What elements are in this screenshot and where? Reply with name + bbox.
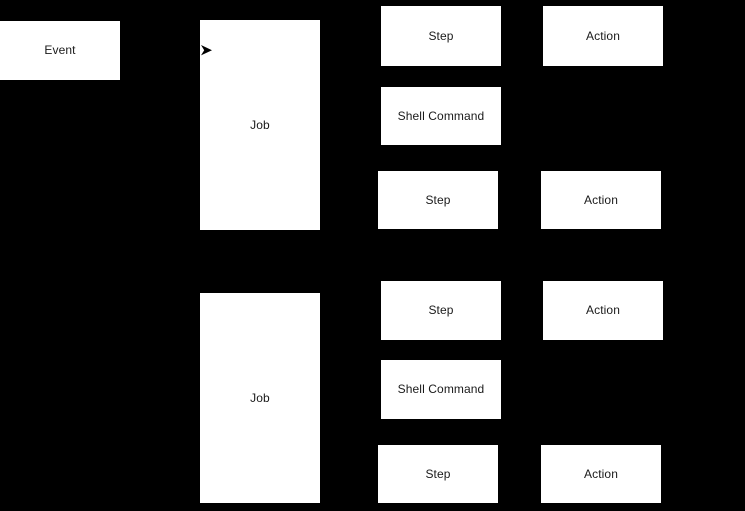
node-shell-command-2[interactable]: Shell Command — [381, 360, 501, 419]
node-event[interactable]: Event — [0, 21, 120, 80]
node-step-3[interactable]: Step — [381, 281, 501, 340]
node-step-4[interactable]: Step — [378, 445, 498, 503]
node-step-1-label: Step — [428, 28, 454, 43]
node-step-2-label: Step — [425, 192, 451, 207]
node-event-label: Event — [44, 43, 76, 58]
node-action-1[interactable]: Action — [543, 6, 663, 66]
node-shell-command-2-label: Shell Command — [397, 382, 485, 397]
node-step-2[interactable]: Step — [378, 171, 498, 229]
node-action-4-label: Action — [584, 466, 618, 481]
node-shell-command-1[interactable]: Shell Command — [381, 87, 501, 145]
node-action-2-label: Action — [584, 192, 618, 207]
node-job-2-label: Job — [250, 390, 270, 405]
node-action-4[interactable]: Action — [541, 445, 661, 503]
node-job-1-label: Job — [250, 117, 270, 132]
node-job-1[interactable]: Job — [200, 20, 320, 230]
node-step-3-label: Step — [428, 303, 454, 318]
node-action-3-label: Action — [586, 303, 620, 318]
node-action-3[interactable]: Action — [543, 281, 663, 340]
node-job-2[interactable]: Job — [200, 293, 320, 503]
node-step-1[interactable]: Step — [381, 6, 501, 66]
node-action-2[interactable]: Action — [541, 171, 661, 229]
node-shell-command-1-label: Shell Command — [397, 108, 485, 123]
node-action-1-label: Action — [586, 28, 620, 43]
node-step-4-label: Step — [425, 466, 451, 481]
